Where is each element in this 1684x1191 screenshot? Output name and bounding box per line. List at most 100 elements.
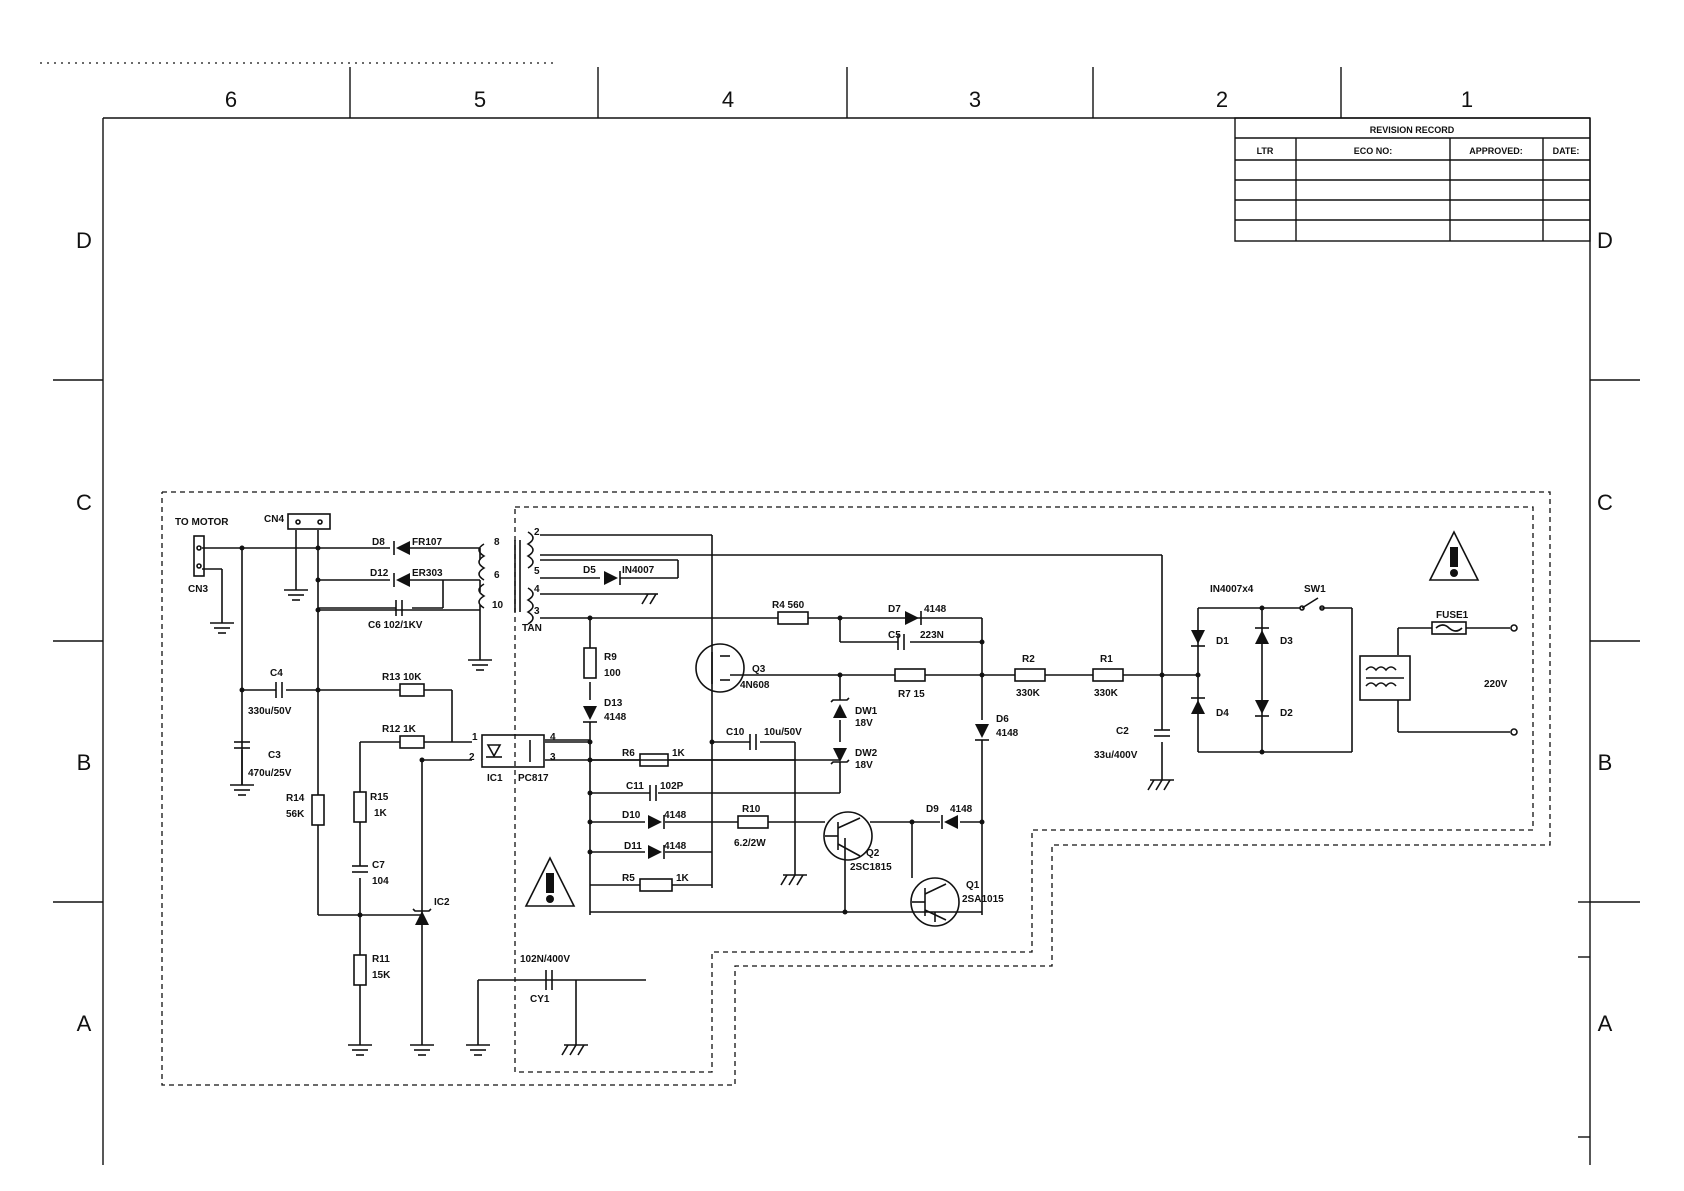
d1-label: D1 [1216,636,1229,647]
r11-label: R11 [372,954,390,965]
mosfet-q3 [695,643,745,693]
c10-label: C10 [726,727,745,738]
d12-label: D12 [370,568,389,579]
r13-label: R13 10K [382,672,422,683]
transistor-q2 [823,811,873,861]
line-filter [1359,655,1411,701]
col-label-2: 2 [1216,87,1228,112]
tx-pin-10: 10 [492,600,504,611]
d10-value: 4148 [664,810,687,821]
d9-label: D9 [926,804,939,815]
d13-value: 4148 [604,712,627,723]
c2-label: C2 [1116,726,1129,737]
tx-pin-6: 6 [494,570,500,581]
d5-value: IN4007 [622,565,655,576]
rev-header-approved: APPROVED: [1469,146,1523,156]
outer-dashed-boundary [161,491,1551,1086]
cy1-value: 102N/400V [520,954,570,965]
d11-value: 4148 [664,841,687,852]
row-label-c-right: C [1597,490,1613,515]
row-label-d-right: D [1597,228,1613,253]
cy1-label: CY1 [530,994,550,1005]
rev-header-ltr: LTR [1257,146,1274,156]
d8-value: FR107 [412,537,442,548]
revision-table: REVISION RECORD LTR ECO NO: APPROVED: DA… [1234,117,1591,242]
c4-label: C4 [270,668,283,679]
tx-pin-3: 3 [534,606,540,617]
c11-label: C11 [626,781,644,792]
cn4-connector [287,513,331,530]
r11-value: 15K [372,970,391,981]
tx-pin-5: 5 [534,566,540,577]
r9-value: 100 [604,668,621,679]
q3-value: 4N608 [740,680,770,691]
r4-label: R4 560 [772,600,805,611]
transformer [478,531,534,625]
fuse-label: FUSE1 [1436,610,1469,621]
fuse1 [1431,621,1518,736]
r12-label: R12 1K [382,724,417,735]
optocoupler-ic1 [481,734,545,768]
r10-label: R10 [742,804,761,815]
d8-label: D8 [372,537,385,548]
warning-icon [1428,530,1480,581]
tx-pin-4: 4 [534,584,540,595]
revision-title: REVISION RECORD [1370,125,1455,135]
r6-label: R6 [622,748,635,759]
d5-label: D5 [583,565,596,576]
d10-label: D10 [622,810,641,821]
cn4-label: CN4 [264,514,284,525]
ic1-pin-1: 1 [472,732,478,743]
ic1-pin-3: 3 [550,752,556,763]
c3-label: C3 [268,750,281,761]
dw1-value: 18V [855,718,873,729]
d6-value: 4148 [996,728,1019,739]
c2-value: 33u/400V [1094,750,1138,761]
col-label-4: 4 [722,87,734,112]
resistors [311,611,1124,986]
to-motor-label: TO MOTOR [175,517,229,528]
d2-label: D2 [1280,708,1293,719]
r10-value: 6.2/2W [734,838,766,849]
d12-value: ER303 [412,568,443,579]
diodes [393,541,1269,925]
d11-label: D11 [624,841,642,852]
drawing-frame [53,67,1640,1165]
dw2-label: DW2 [855,748,878,759]
rev-header-eco: ECO NO: [1354,146,1393,156]
component-labels: TO MOTOR CN4 CN3 D8 FR107 D12 ER303 C6 1… [175,514,1508,1005]
q1-value: 2SA1015 [962,894,1004,905]
d13-label: D13 [604,698,623,709]
ic1-pin-2: 2 [469,752,475,763]
capacitors [234,600,1170,990]
r1-value: 330K [1094,688,1119,699]
ic1-label: IC1 [487,773,503,784]
wiring [202,530,1510,1045]
row-label-c-left: C [76,490,92,515]
grounds [210,589,1174,1056]
q3-label: Q3 [752,664,766,675]
row-label-a-left: A [77,1011,92,1036]
r9-label: R9 [604,652,617,663]
motor-connector [193,535,205,577]
sw1-label: SW1 [1304,584,1326,595]
r5-value: 1K [676,873,690,884]
c6-label: C6 102/1KV [368,620,423,631]
r5-label: R5 [622,873,635,884]
r7-label: R7 15 [898,689,925,700]
col-label-6: 6 [225,87,237,112]
c4-value: 330u/50V [248,706,292,717]
r15-label: R15 [370,792,389,803]
d3-label: D3 [1280,636,1293,647]
r1-label: R1 [1100,654,1113,665]
d9-value: 4148 [950,804,973,815]
row-label-b-left: B [77,750,92,775]
r14-value: 56K [286,809,305,820]
q2-label: Q2 [866,848,880,859]
col-label-1: 1 [1461,87,1473,112]
junctions [239,545,1265,918]
c11-value: 102P [660,781,684,792]
warning-icon [524,856,576,907]
cn3-label: CN3 [188,584,208,595]
r15-value: 1K [374,808,388,819]
